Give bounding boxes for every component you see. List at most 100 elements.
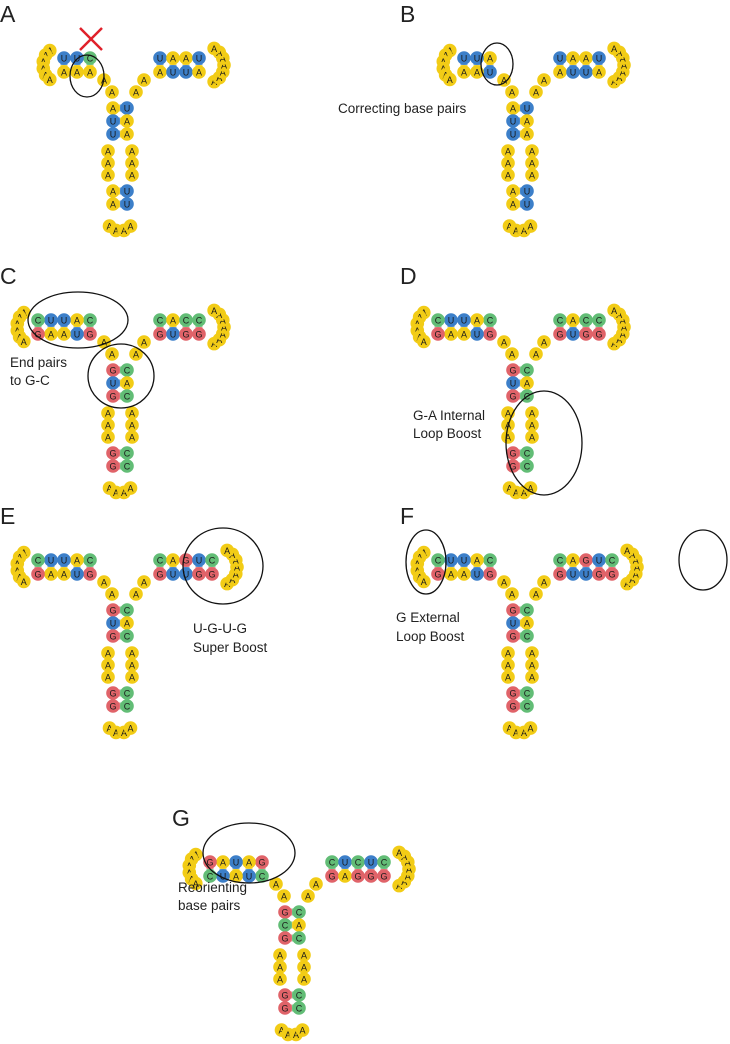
rna-structure-c: CGAUUAUACGAAAAAACGAUCGCGAAAAAAAAAAAGCUAG… [10, 303, 231, 500]
nucleotide-letter: A [447, 75, 453, 85]
nucleotide-letter: A [396, 881, 402, 891]
nucleotide-letter: A [510, 104, 516, 114]
nucleotide-letter: G [109, 449, 116, 459]
nucleotide-circle [179, 313, 193, 327]
nucleotide-circle [16, 574, 31, 589]
nucleotide-letter: A [110, 200, 116, 210]
highlight-circle-f1 [405, 529, 447, 595]
nucleotide-letter: C [124, 392, 131, 402]
nucleotide-circle [579, 51, 593, 65]
nucleotide-letter: U [157, 54, 164, 64]
nucleotide-letter: A [634, 563, 640, 573]
nucleotide-circle [129, 347, 143, 361]
nucleotide-letter: A [101, 578, 107, 588]
nucleotide-circle [529, 85, 543, 99]
nucleotide-letter: A [529, 171, 535, 181]
nucleotide-letter: A [405, 858, 411, 868]
nucleotide-letter: A [128, 484, 134, 494]
nucleotide-letter: A [448, 330, 454, 340]
nucleotide-circle [278, 931, 292, 945]
nucleotide-letter: A [61, 330, 67, 340]
nucleotide-circle [120, 114, 134, 128]
nucleotide-letter: G [109, 366, 116, 376]
nucleotide-letter: A [541, 338, 547, 348]
nucleotide-circle [137, 575, 151, 589]
nucleotide-circle [470, 65, 484, 79]
nucleotide-letter: U [170, 68, 177, 78]
nucleotide-circle [520, 363, 534, 377]
nucleotide-circle [273, 960, 287, 974]
nucleotide-letter: C [157, 316, 164, 326]
nucleotide-circle [566, 65, 580, 79]
nucleotide-letter: G [608, 570, 615, 580]
nucleotide-letter: C [524, 462, 531, 472]
nucleotide-letter: A [109, 350, 115, 360]
nucleotide-circle [166, 65, 180, 79]
nucleotide-circle [416, 334, 431, 349]
nucleotide-circle [166, 553, 180, 567]
nucleotide-letter: U [124, 200, 131, 210]
nucleotide-letter: A [529, 661, 535, 671]
highlight-circle-g [202, 822, 296, 884]
nucleotide-circle [431, 553, 445, 567]
nucleotide-letter: A [273, 880, 279, 890]
nucleotide-letter: C [596, 316, 603, 326]
nucleotide-letter: C [124, 462, 131, 472]
nucleotide-letter: A [509, 590, 515, 600]
nucleotide-circle [364, 869, 378, 883]
nucleotide-circle [525, 418, 539, 432]
nucleotide-letter: U [196, 54, 203, 64]
nucleotide-circle [297, 948, 311, 962]
nucleotide-circle [566, 51, 580, 65]
nucleotide-circle [255, 869, 269, 883]
nucleotide-letter: A [529, 409, 535, 419]
nucleotide-letter: A [313, 880, 319, 890]
nucleotide-circle [153, 313, 167, 327]
nucleotide-letter: A [220, 329, 226, 339]
nucleotide-circle [83, 567, 97, 581]
nucleotide-letter: G [595, 570, 602, 580]
nucleotide-letter: A [533, 350, 539, 360]
nucleotide-circle [506, 184, 520, 198]
nucleotide-circle [579, 553, 593, 567]
nucleotide-circle [520, 603, 534, 617]
nucleotide-circle [553, 567, 567, 581]
nucleotide-letter: A [611, 339, 617, 349]
nucleotide-circle [292, 905, 306, 919]
nucleotide-circle [444, 553, 458, 567]
nucleotide-letter: A [216, 335, 222, 345]
nucleotide-circle [125, 406, 139, 420]
nucleotide-letter: U [124, 187, 131, 197]
nucleotide-letter: A [557, 68, 563, 78]
nucleotide-letter: A [541, 578, 547, 588]
nucleotide-letter: A [521, 226, 527, 236]
highlight-circle-e [182, 527, 264, 605]
nucleotide-letter: A [224, 546, 230, 556]
nucleotide-letter: A [170, 54, 176, 64]
nucleotide-circle [273, 972, 287, 986]
caption-c-line-1: End pairs [10, 355, 67, 370]
nucleotide-letter: A [506, 724, 512, 734]
nucleotide-letter: A [129, 421, 135, 431]
nucleotide-circle [497, 73, 511, 87]
nucleotide-letter: C [124, 689, 131, 699]
nucleotide-circle [125, 658, 139, 672]
nucleotide-letter: U [48, 316, 55, 326]
nucleotide-letter: C [381, 858, 388, 868]
rna-structure-f: CGAUUAUACGAAAAAACGAUGUUGCGAAAAAAAAAAAGCU… [410, 543, 644, 740]
nucleotide-circle [505, 85, 519, 99]
nucleotide-circle [523, 721, 538, 735]
nucleotide-letter: G [354, 872, 361, 882]
nucleotide-circle [179, 327, 193, 341]
nucleotide-letter: A [74, 556, 80, 566]
nucleotide-letter: A [513, 226, 519, 236]
nucleotide-letter: C [282, 921, 289, 931]
nucleotide-letter: U [474, 570, 481, 580]
nucleotide-circle [525, 406, 539, 420]
nucleotide-letter: A [533, 590, 539, 600]
nucleotide-letter: A [510, 187, 516, 197]
nucleotide-circle [278, 1001, 292, 1015]
nucleotide-letter: C [196, 316, 203, 326]
nucleotide-circle [83, 65, 97, 79]
nucleotide-letter: A [129, 409, 135, 419]
